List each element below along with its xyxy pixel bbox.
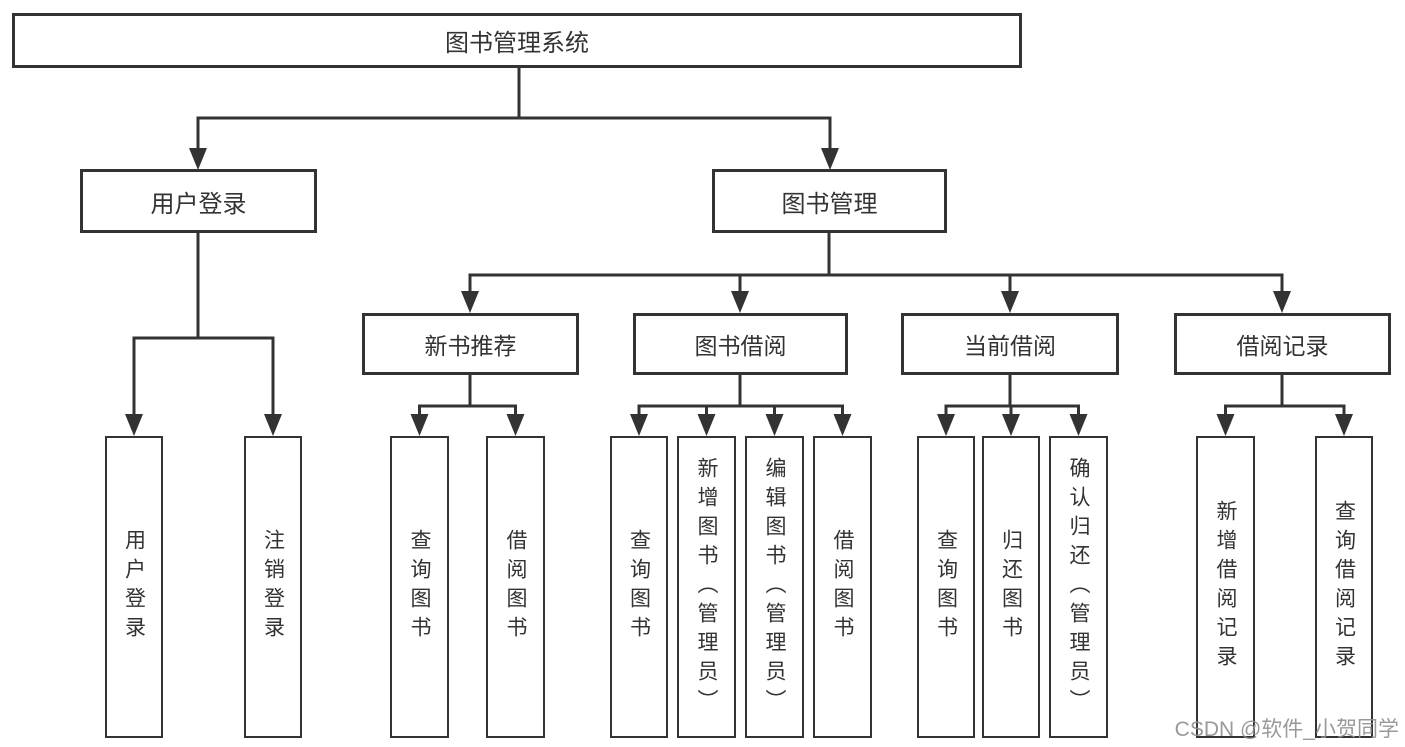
node-book-management: 图书管理 bbox=[712, 169, 947, 233]
leaf-query-borrow-record: 查询借阅记录 bbox=[1315, 436, 1373, 738]
node-new-book-recommend: 新书推荐 bbox=[362, 313, 579, 375]
leaf-add-borrow-record: 新增借阅记录 bbox=[1196, 436, 1255, 738]
leaf-borrow-books: 借阅图书 bbox=[813, 436, 872, 738]
leaf-query-books-borrow: 查询图书 bbox=[610, 436, 668, 738]
watermark: CSDN @软件_小贺同学 bbox=[1174, 718, 1399, 741]
node-user-login: 用户登录 bbox=[80, 169, 317, 233]
leaf-return-books: 归还图书 bbox=[982, 436, 1040, 738]
leaf-add-books-admin: 新增图书（管理员） bbox=[677, 436, 736, 738]
leaf-edit-books-admin: 编辑图书（管理员） bbox=[745, 436, 804, 738]
node-current-borrow: 当前借阅 bbox=[901, 313, 1119, 375]
leaf-confirm-return-admin: 确认归还（管理员） bbox=[1049, 436, 1108, 738]
leaf-query-books-recommend: 查询图书 bbox=[390, 436, 449, 738]
leaf-borrow-books-recommend: 借阅图书 bbox=[486, 436, 545, 738]
leaf-query-books-current: 查询图书 bbox=[917, 436, 975, 738]
leaf-user-login: 用户登录 bbox=[105, 436, 163, 738]
node-book-borrow: 图书借阅 bbox=[633, 313, 848, 375]
leaf-logout-login: 注销登录 bbox=[244, 436, 302, 738]
node-library-management-system: 图书管理系统 bbox=[12, 13, 1022, 68]
node-borrow-records: 借阅记录 bbox=[1174, 313, 1391, 375]
